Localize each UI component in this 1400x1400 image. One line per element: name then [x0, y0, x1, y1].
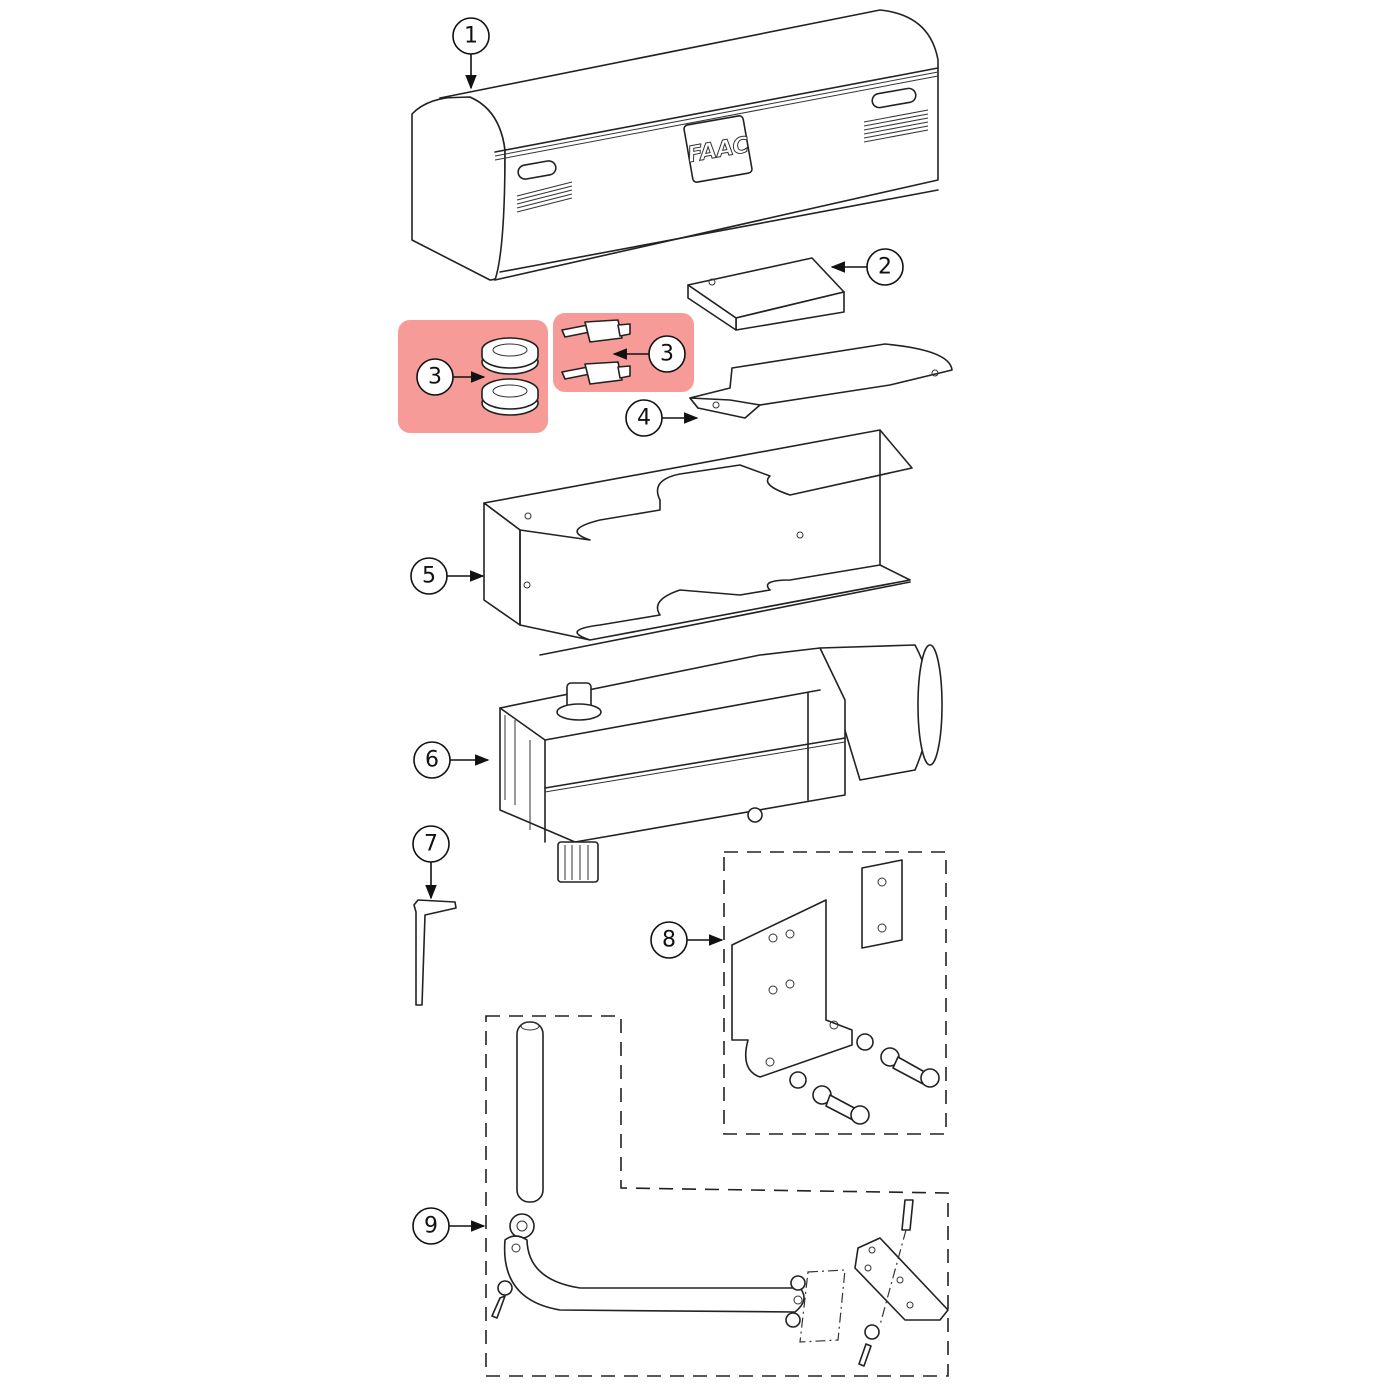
svg-text:6: 6 — [425, 748, 439, 773]
connectors-part[interactable] — [561, 319, 631, 385]
svg-text:1: 1 — [464, 24, 478, 49]
cover-part[interactable]: FAAC — [411, 9, 939, 281]
callout-9: 9 — [412, 1207, 486, 1245]
mounting-plate-part[interactable] — [689, 343, 953, 419]
bearings-part[interactable] — [481, 337, 539, 416]
svg-text:8: 8 — [662, 928, 676, 953]
callout-3-connectors: 3 — [612, 335, 686, 373]
logo-plate — [683, 115, 753, 183]
callout-5: 5 — [410, 557, 485, 595]
svg-text:4: 4 — [637, 406, 651, 431]
svg-text:3: 3 — [428, 365, 442, 390]
operator-part[interactable] — [499, 644, 943, 883]
hex-key-part[interactable] — [413, 899, 457, 1006]
base-frame-part[interactable] — [483, 429, 913, 656]
callout-7: 7 — [412, 825, 450, 900]
svg-text:5: 5 — [422, 564, 436, 589]
callout-8: 8 — [650, 921, 724, 959]
svg-text:9: 9 — [424, 1214, 438, 1239]
bracket-kit-part[interactable] — [731, 859, 940, 1125]
callout-2: 2 — [830, 248, 904, 286]
callout-3-bearings: 3 — [416, 358, 486, 396]
cover-bracket-part[interactable] — [687, 257, 845, 331]
arm-kit-boundary — [485, 1015, 949, 1377]
svg-text:2: 2 — [878, 255, 892, 280]
svg-text:3: 3 — [660, 342, 674, 367]
svg-text:7: 7 — [424, 832, 438, 857]
callout-4: 4 — [625, 399, 699, 437]
callout-6: 6 — [413, 741, 490, 779]
callout-1: 1 — [452, 17, 490, 90]
arm-kit-part[interactable] — [491, 1021, 949, 1367]
